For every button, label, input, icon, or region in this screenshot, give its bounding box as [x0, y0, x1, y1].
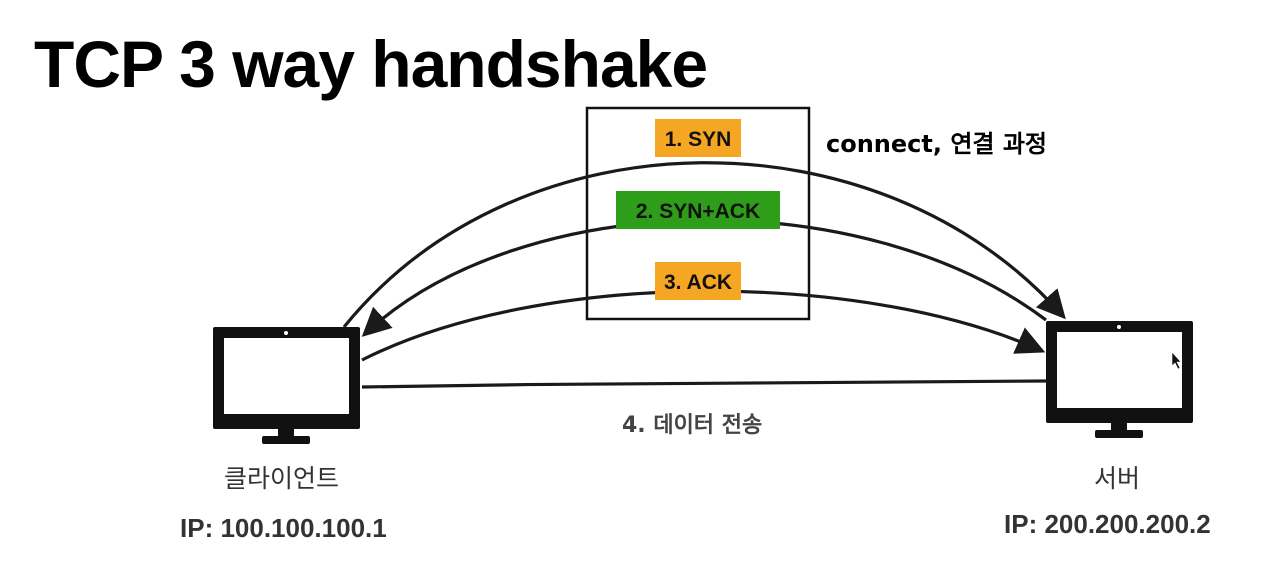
connect-label: connect, 연결 과정	[826, 130, 1048, 158]
step-tag-syn-bg	[655, 119, 741, 157]
step-tag-ack: 3. ACK	[664, 271, 732, 294]
mouse-cursor-icon	[1171, 351, 1182, 370]
syn-arrow	[342, 161, 1066, 329]
data-transfer-label: 4. 데이터 전송	[622, 413, 763, 438]
server-ip: IP: 200.200.200.2	[1004, 509, 1211, 539]
ack-arrow	[361, 289, 1046, 362]
client-monitor-icon	[213, 327, 360, 444]
server-name: 서버	[1094, 464, 1141, 493]
step-tag-ack-bg	[655, 262, 741, 300]
server-monitor-icon	[1046, 321, 1193, 438]
step-tag-syn-ack-bg	[616, 191, 780, 229]
client-name: 클라이언트	[224, 464, 340, 493]
page-title: TCP 3 way handshake	[34, 27, 708, 101]
client-ip: IP: 100.100.100.1	[180, 513, 387, 543]
step-tag-syn: 1. SYN	[665, 128, 732, 151]
data-transfer-line	[361, 379, 1047, 389]
step-tag-syn-ack: 2. SYN+ACK	[636, 200, 760, 223]
handshake-steps-box	[585, 106, 811, 321]
